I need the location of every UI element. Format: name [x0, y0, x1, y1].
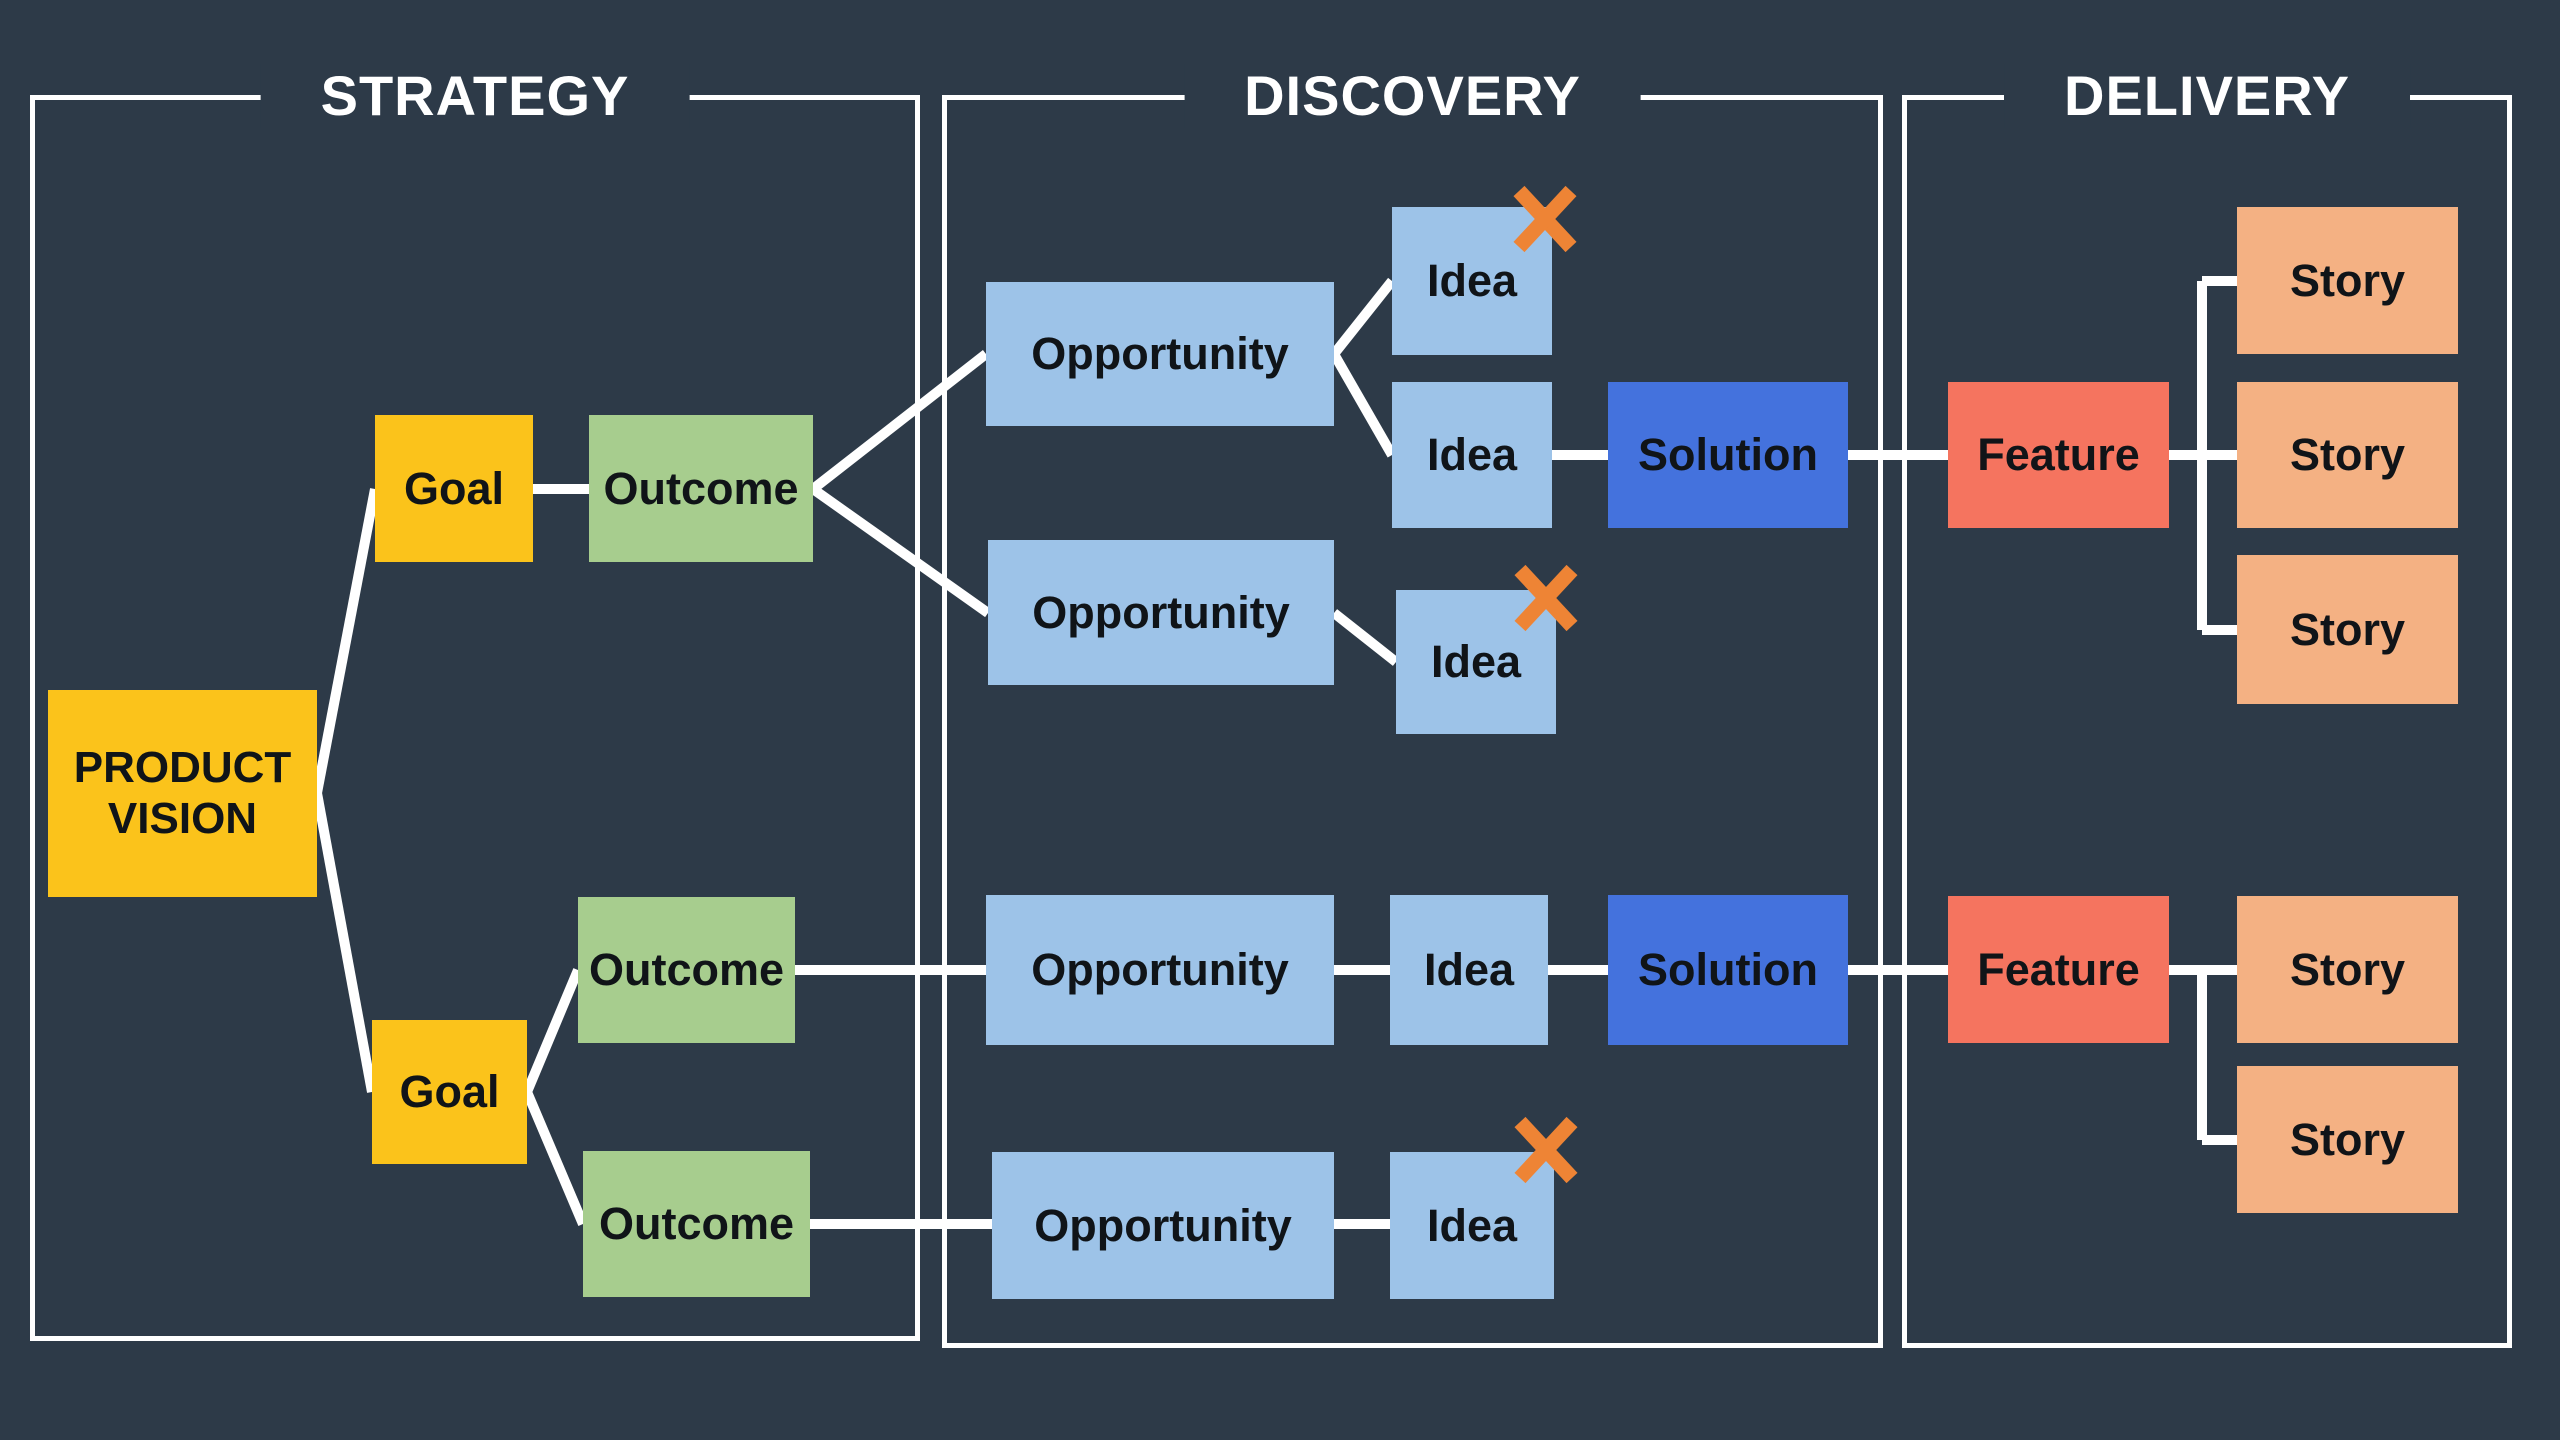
node-opportunity-1: Opportunity	[986, 282, 1334, 426]
node-idea-3: Idea	[1396, 590, 1556, 734]
node-label-line: PRODUCT	[73, 742, 292, 792]
section-delivery: DELIVERY	[1902, 64, 2512, 1348]
node-feature-2: Feature	[1948, 896, 2169, 1043]
node-opportunity-2: Opportunity	[988, 540, 1334, 685]
node-outcome-2: Outcome	[578, 897, 795, 1043]
node-feature-1: Feature	[1948, 382, 2169, 528]
node-label-line: VISION	[107, 793, 258, 843]
section-strategy: STRATEGY	[30, 64, 920, 1341]
section-title-discovery: DISCOVERY	[1184, 64, 1641, 128]
node-opportunity-3: Opportunity	[986, 895, 1334, 1045]
node-outcome-1: Outcome	[589, 415, 813, 562]
node-solution-2: Solution	[1608, 895, 1848, 1045]
section-title-delivery: DELIVERY	[2004, 64, 2410, 128]
node-story-5: Story	[2237, 1066, 2458, 1213]
node-story-1: Story	[2237, 207, 2458, 354]
node-story-3: Story	[2237, 555, 2458, 704]
node-idea-2: Idea	[1392, 382, 1552, 528]
node-solution-1: Solution	[1608, 382, 1848, 528]
node-goal-1: Goal	[375, 415, 533, 562]
node-idea-5: Idea	[1390, 1152, 1554, 1299]
node-outcome-3: Outcome	[583, 1151, 810, 1297]
section-discovery: DISCOVERY	[942, 64, 1883, 1348]
node-opportunity-4: Opportunity	[992, 1152, 1334, 1299]
section-title-strategy: STRATEGY	[260, 64, 690, 128]
node-goal-2: Goal	[372, 1020, 527, 1164]
node-idea-4: Idea	[1390, 895, 1548, 1045]
node-idea-1: Idea	[1392, 207, 1552, 355]
node-story-2: Story	[2237, 382, 2458, 528]
node-story-4: Story	[2237, 896, 2458, 1043]
